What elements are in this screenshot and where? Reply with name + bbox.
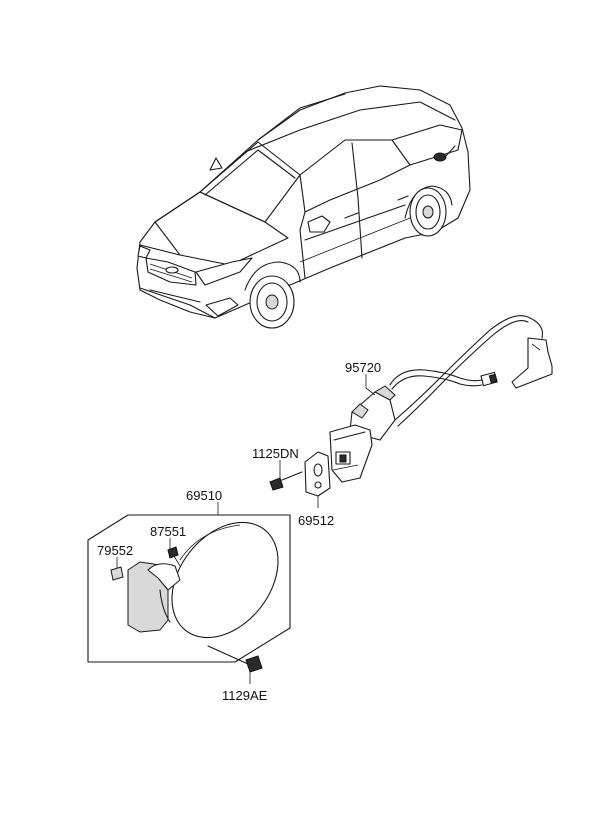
label-69512: 69512 <box>298 513 334 528</box>
label-69510: 69510 <box>186 488 222 503</box>
label-1125dn: 1125DN <box>252 446 299 461</box>
screw-1125dn <box>269 471 303 491</box>
leader-lines <box>116 374 376 684</box>
label-95720: 95720 <box>345 360 381 375</box>
fuel-door-assembly <box>87 514 291 673</box>
label-87551: 87551 <box>150 524 186 539</box>
vehicle-illustration <box>136 85 471 329</box>
label-79552: 79552 <box>97 543 133 558</box>
fuel-opener-cable <box>349 315 553 441</box>
latch-plate-part <box>304 451 331 497</box>
label-1129ae: 1129AE <box>222 688 268 703</box>
latch-housing <box>329 424 373 483</box>
